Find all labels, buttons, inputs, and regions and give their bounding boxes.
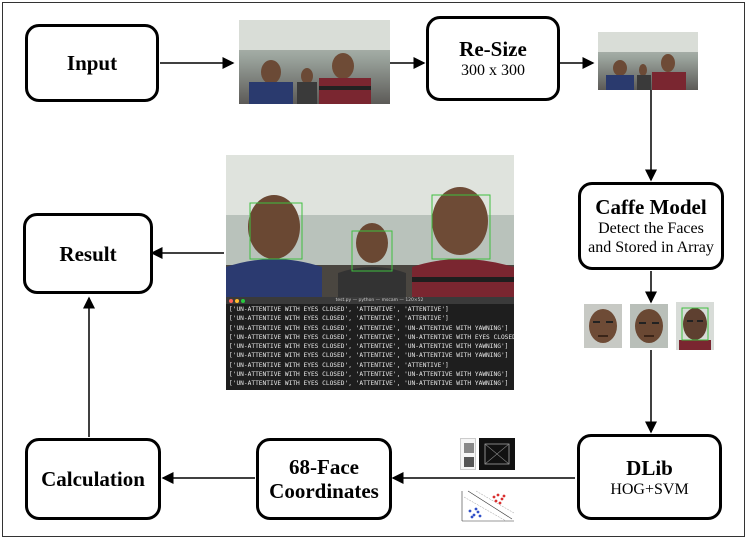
hog-thumbnail-2 <box>479 438 515 470</box>
face-crop-3 <box>676 302 714 350</box>
terminal-titlebar: test.py — python — mscam — 120×52 <box>226 297 514 304</box>
terminal-output: ['UN-ATTENTIVE WITH EYES CLOSED', 'ATTEN… <box>226 304 514 389</box>
terminal-line: ['UN-ATTENTIVE WITH EYES CLOSED', 'ATTEN… <box>229 361 449 369</box>
face-crop-2 <box>630 304 668 348</box>
dlib-sub: HOG+SVM <box>610 480 689 498</box>
maximize-dot-icon <box>241 298 245 303</box>
resized-photo <box>598 32 698 90</box>
terminal-window: test.py — python — mscam — 120×52 ['UN-A… <box>226 297 514 390</box>
terminal-line: ['UN-ATTENTIVE WITH EYES CLOSED', 'ATTEN… <box>229 352 509 360</box>
coords-line1: 68-Face <box>289 455 359 479</box>
close-dot-icon <box>229 298 233 303</box>
caffe-line2: and Stored in Array <box>588 239 714 256</box>
input-photo <box>239 20 390 104</box>
terminal-line: ['UN-ATTENTIVE WITH EYES CLOSED', 'ATTEN… <box>229 306 449 313</box>
hog-thumbnail-1 <box>460 438 476 470</box>
input-label: Input <box>66 51 118 75</box>
terminal-line: ['UN-ATTENTIVE WITH EYES CLOSED', 'ATTEN… <box>229 343 509 351</box>
calculation-label: Calculation <box>41 467 145 491</box>
resize-box: Re-Size 300 x 300 <box>426 16 560 101</box>
output-camera-frame <box>226 155 514 297</box>
dlib-box: DLib HOG+SVM <box>577 434 722 520</box>
terminal-line: ['UN-ATTENTIVE WITH EYES CLOSED', 'ATTEN… <box>229 315 449 323</box>
resize-title: Re-Size <box>459 37 527 61</box>
terminal-line: ['UN-ATTENTIVE WITH EYES CLOSED', 'ATTEN… <box>229 333 514 341</box>
caffe-line1: Detect the Faces <box>598 220 704 237</box>
caffe-model-box: Caffe Model Detect the Faces and Stored … <box>578 182 724 270</box>
resize-size: 300 x 300 <box>461 62 525 79</box>
svm-thumbnail <box>458 487 516 523</box>
terminal-line: ['UN-ATTENTIVE WITH EYES CLOSED', 'ATTEN… <box>229 380 509 388</box>
result-label: Result <box>59 241 117 266</box>
terminal-line: ['UN-ATTENTIVE WITH EYES CLOSED', 'ATTEN… <box>229 324 509 332</box>
calculation-box: Calculation <box>25 438 161 520</box>
dlib-title: DLib <box>626 455 673 480</box>
face-crop-1 <box>584 304 622 348</box>
input-box: Input <box>25 24 159 102</box>
coordinates-box: 68-Face Coordinates <box>256 438 392 520</box>
coords-line2: Coordinates <box>269 479 379 503</box>
minimize-dot-icon <box>235 298 239 303</box>
terminal-title: test.py — python — mscam — 120×52 <box>335 298 424 303</box>
result-box: Result <box>23 213 153 294</box>
output-screenshot: test.py — python — mscam — 120×52 ['UN-A… <box>226 155 514 390</box>
terminal-line: ['UN-ATTENTIVE WITH EYES CLOSED', 'ATTEN… <box>229 371 509 379</box>
caffe-title: Caffe Model <box>595 195 707 219</box>
